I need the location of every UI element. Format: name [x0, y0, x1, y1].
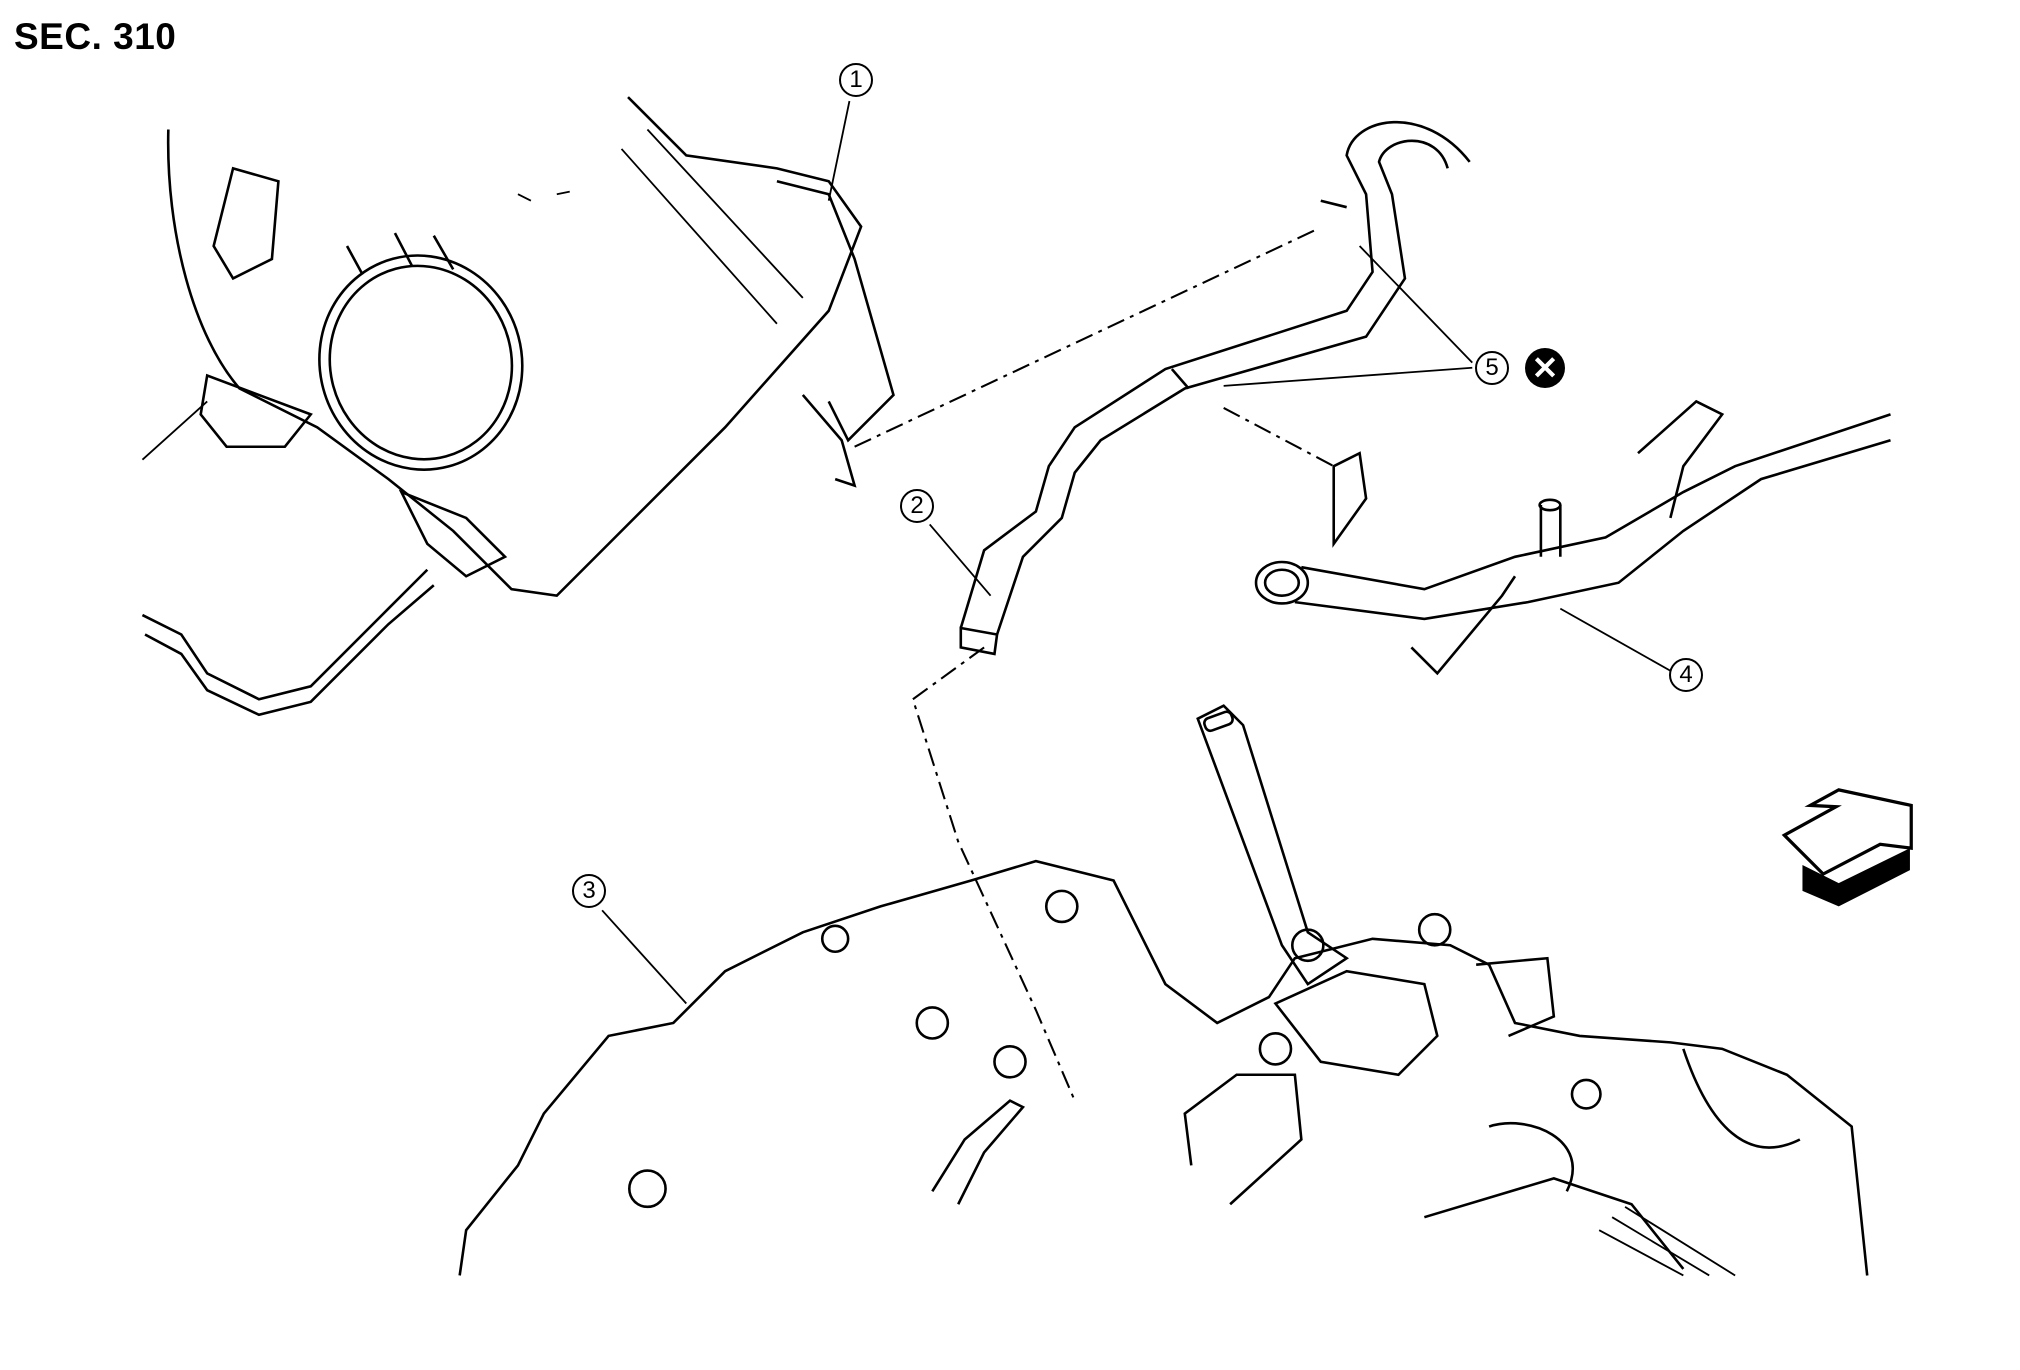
- callout-1: 1: [839, 63, 873, 97]
- assembly-dashed-lines: [854, 229, 1335, 1102]
- part-3-transaxle-housing: [458, 704, 1869, 1277]
- section-label: SEC. 310: [14, 16, 177, 57]
- callout-2: 2: [900, 489, 934, 523]
- part-1-air-duct: [141, 96, 895, 717]
- part-2-hose: [959, 120, 1471, 656]
- callout-4: 4: [1669, 658, 1703, 692]
- callout-5: 5: [1475, 351, 1509, 385]
- circle-x-icon: ✕: [1525, 348, 1565, 388]
- front-arrow-icon: [1781, 788, 1913, 907]
- part-4-water-pipe: [1254, 399, 1891, 676]
- callout-3: 3: [572, 874, 606, 908]
- leader-lines: [601, 100, 1671, 1005]
